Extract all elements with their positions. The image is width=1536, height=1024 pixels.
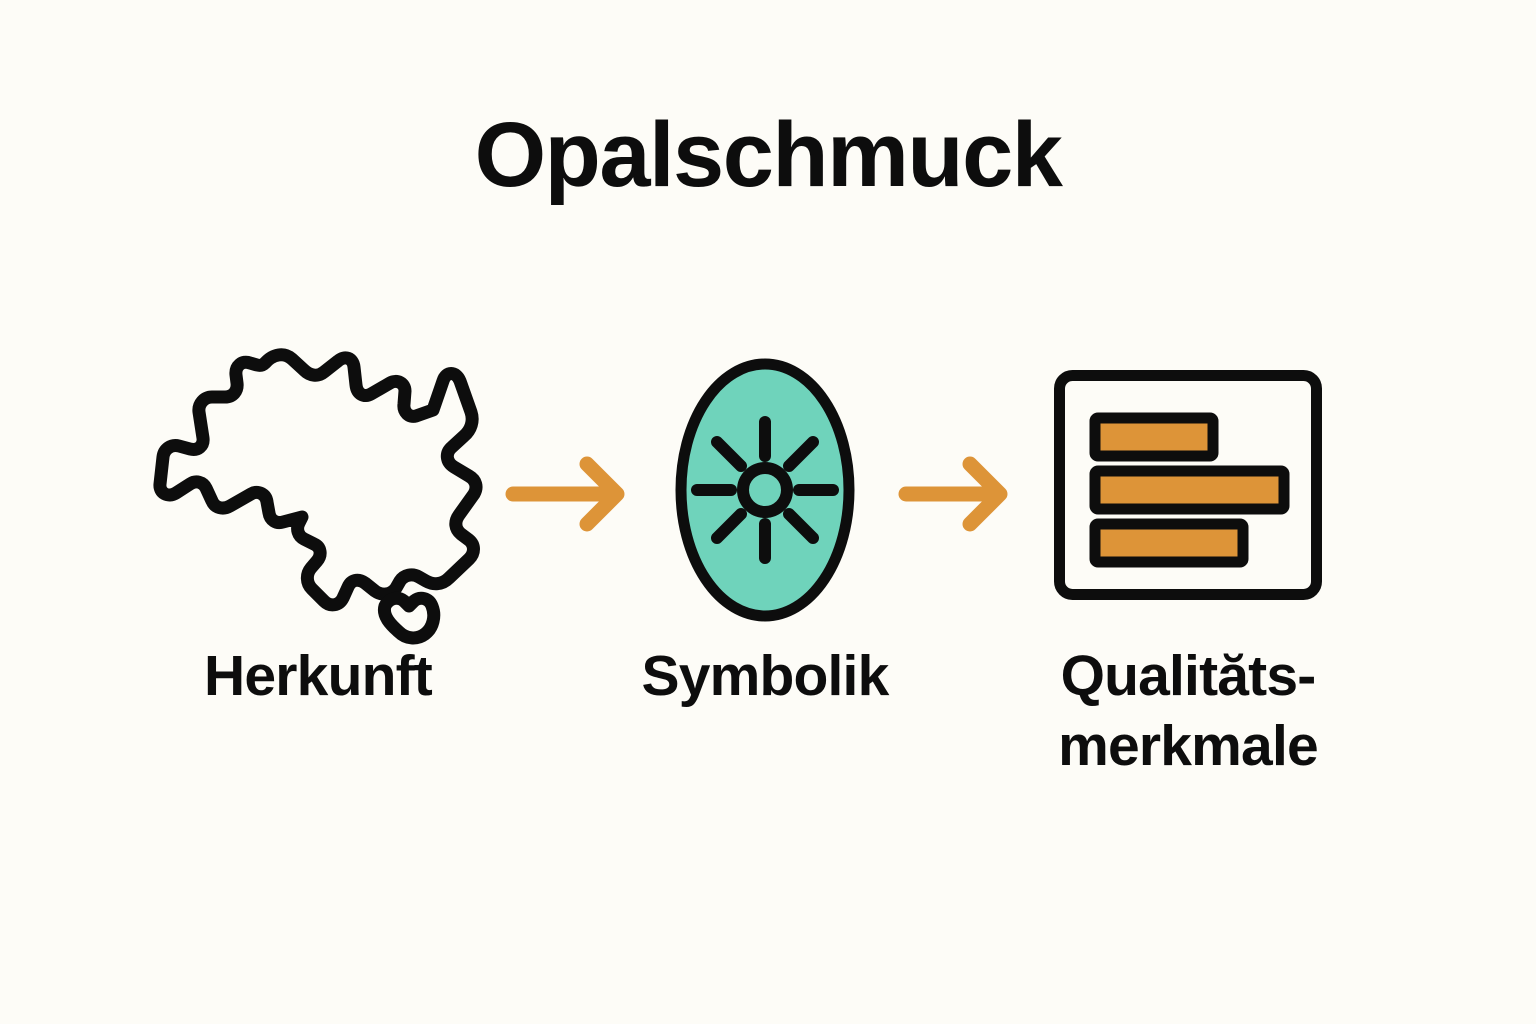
steps-row: Herkunft — [0, 340, 1536, 860]
step-qualitaetsmerkmale-label-line1: Qualităts- — [1060, 644, 1317, 708]
arrow-step2-to-step3 — [898, 452, 1028, 536]
opal-gemstone-sparkle-icon — [665, 356, 865, 624]
australia-map-icon — [153, 340, 483, 645]
quality-criteria-card-icon — [1054, 370, 1322, 610]
step-herkunft[interactable]: Herkunft — [148, 340, 488, 860]
step-qualitaetsmerkmale-icon-box — [1018, 340, 1358, 640]
step-herkunft-icon-box — [148, 340, 488, 645]
step-herkunft-label: Herkunft — [204, 644, 433, 708]
step-symbolik-icon-box — [595, 340, 935, 640]
step-symbolik-label: Symbolik — [641, 644, 889, 708]
step-qualitaetsmerkmale[interactable]: Qualităts-merkmale — [1018, 340, 1358, 860]
page-title: Opalschmuck — [474, 104, 1063, 206]
step-symbolik[interactable]: Symbolik — [595, 340, 935, 860]
step-qualitaetsmerkmale-label-line2: merkmale — [1058, 713, 1319, 778]
step-qualitaetsmerkmale-label: Qualităts-merkmale — [1018, 642, 1358, 781]
arrow-step1-to-step2 — [505, 452, 635, 536]
